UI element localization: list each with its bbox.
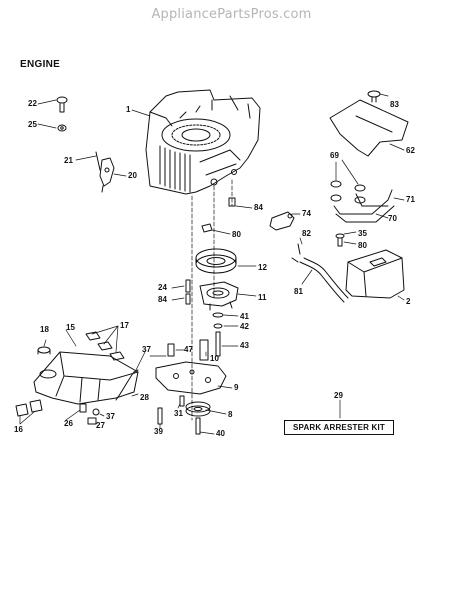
part-number-label: 70: [388, 214, 397, 223]
part-number-label: 15: [66, 323, 75, 332]
part-number-label: 47: [184, 345, 193, 354]
part-number-label: 16: [14, 425, 23, 434]
part-number-label: 9: [234, 383, 239, 392]
lower-left-assembly-drawing: [15, 331, 139, 425]
part-number-label: 35: [358, 229, 367, 238]
part-number-label: 8: [228, 410, 233, 419]
engine-block-drawing: [145, 89, 261, 195]
part-number-label: 83: [390, 100, 399, 109]
center-axis-parts: [155, 179, 239, 435]
site-watermark: AppliancePartsPros.com: [151, 7, 312, 22]
part-number-label: 69: [330, 151, 339, 160]
spark-arrester-kit-label: SPARK ARRESTER KIT: [284, 420, 394, 435]
part-number-label: 37: [142, 345, 151, 354]
fuel-line-parts: [269, 211, 349, 303]
diagram-title: ENGINE: [20, 59, 61, 70]
part-number-label: 20: [128, 171, 137, 180]
part-number-label: 29: [334, 391, 343, 400]
part-number-label: 37: [106, 412, 115, 421]
part-number-label: 41: [240, 312, 249, 321]
part-number-label: 1: [126, 105, 131, 114]
part-number-label: 62: [406, 146, 415, 155]
part-number-label: 40: [216, 429, 225, 438]
part-number-label: 2: [406, 297, 411, 306]
part-number-label: 10: [210, 354, 219, 363]
part-number-label: 11: [258, 293, 267, 302]
part-number-label: 26: [64, 419, 73, 428]
part-number-label: 84: [254, 203, 263, 212]
part-number-label: 80: [358, 241, 367, 250]
part-number-label: 28: [140, 393, 149, 402]
part-number-label: 21: [64, 156, 73, 165]
part-number-label: 31: [174, 409, 183, 418]
part-number-label: 42: [240, 322, 249, 331]
leader-lines: [19, 93, 405, 435]
part-number-label: 71: [406, 195, 415, 204]
part-number-label: 39: [154, 427, 163, 436]
part-number-label: 81: [294, 287, 303, 296]
part-number-label: 84: [158, 295, 167, 304]
muffler-assembly-drawing: [329, 90, 409, 299]
part-number-label: 27: [96, 421, 105, 430]
part-number-label: 17: [120, 321, 129, 330]
part-number-label: 22: [28, 99, 37, 108]
part-number-label: 25: [28, 120, 37, 129]
part-number-label: 24: [158, 283, 167, 292]
part-number-label: 80: [232, 230, 241, 239]
part-number-label: 12: [258, 263, 267, 272]
part-number-label: 18: [40, 325, 49, 334]
part-number-label: 82: [302, 229, 311, 238]
part-number-label: 43: [240, 341, 249, 350]
part-number-label: 74: [302, 209, 311, 218]
small-hardware-top-left: [56, 96, 115, 193]
